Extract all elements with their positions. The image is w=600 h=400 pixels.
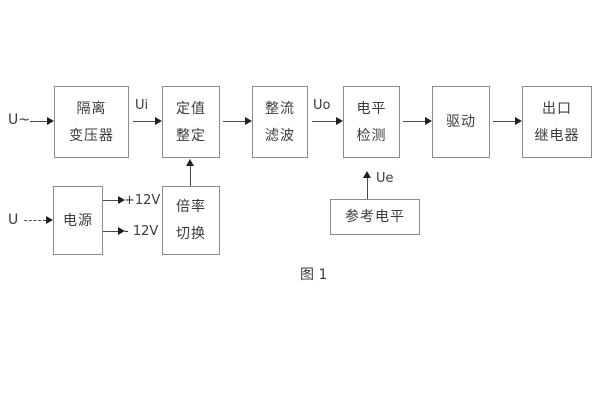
block-setting-value: 定值 整定 bbox=[162, 86, 220, 158]
block-isolation-transformer-line-2: 变压器 bbox=[69, 127, 114, 144]
plus-12v-label: +12V bbox=[124, 193, 161, 208]
block-level-detection-line-1: 电平 bbox=[356, 100, 387, 117]
block-power-supply-line-1: 电源 bbox=[63, 212, 93, 229]
arrow-rectify-filter-to-level-detection bbox=[312, 117, 343, 126]
block-multiplier-switch-line-1: 倍率 bbox=[176, 199, 206, 215]
uo-signal-label: Uo bbox=[313, 98, 331, 113]
block-drive: 驱动 bbox=[432, 86, 490, 158]
block-rectify-filter-line-2: 滤波 bbox=[265, 127, 295, 144]
arrow-dc-input-to-power-supply bbox=[24, 216, 53, 225]
arrow-level-detection-to-drive bbox=[403, 117, 432, 126]
minus-12v-label: - 12V bbox=[124, 224, 159, 239]
ac-input-label: U~ bbox=[8, 112, 30, 128]
arrow-isolation-transformer-to-setting-value bbox=[133, 117, 162, 126]
block-drive-line-1: 驱动 bbox=[446, 114, 476, 130]
arrow-setting-value-to-rectify-filter bbox=[223, 117, 252, 126]
block-level-detection-line-2: 检测 bbox=[356, 127, 387, 144]
block-isolation-transformer: 隔离 变压器 bbox=[54, 86, 129, 158]
block-rectify-filter: 整流 滤波 bbox=[252, 86, 308, 158]
block-multiplier-switch-line-2: 切换 bbox=[176, 226, 206, 242]
block-setting-value-line-2: 整定 bbox=[176, 127, 206, 144]
arrow-power-supply-plus12v bbox=[103, 196, 125, 205]
block-level-detection: 电平 检测 bbox=[343, 86, 400, 158]
arrow-multiplier-switch-to-setting-value bbox=[186, 159, 195, 186]
arrow-power-supply-minus12v bbox=[103, 227, 125, 236]
block-output-relay: 出口 继电器 bbox=[522, 86, 592, 158]
ue-signal-label: Ue bbox=[376, 171, 394, 186]
arrow-reference-level-to-level-detection bbox=[363, 171, 372, 199]
block-output-relay-line-1: 出口 bbox=[542, 100, 572, 117]
block-power-supply: 电源 bbox=[53, 186, 103, 255]
ui-signal-label: Ui bbox=[135, 98, 149, 113]
block-setting-value-line-1: 定值 bbox=[176, 100, 206, 117]
arrow-ac-input-to-isolation-transformer bbox=[30, 117, 54, 126]
arrow-drive-to-output-relay bbox=[493, 117, 522, 126]
block-isolation-transformer-line-1: 隔离 bbox=[76, 100, 107, 117]
block-output-relay-line-2: 继电器 bbox=[534, 127, 580, 144]
figure-caption: 图 1 bbox=[300, 267, 328, 283]
block-reference-level-line-1: 参考电平 bbox=[345, 209, 405, 225]
dc-input-label: U bbox=[8, 212, 19, 228]
block-reference-level: 参考电平 bbox=[330, 199, 420, 235]
block-rectify-filter-line-1: 整流 bbox=[265, 100, 295, 117]
block-multiplier-switch: 倍率 切换 bbox=[162, 186, 220, 255]
